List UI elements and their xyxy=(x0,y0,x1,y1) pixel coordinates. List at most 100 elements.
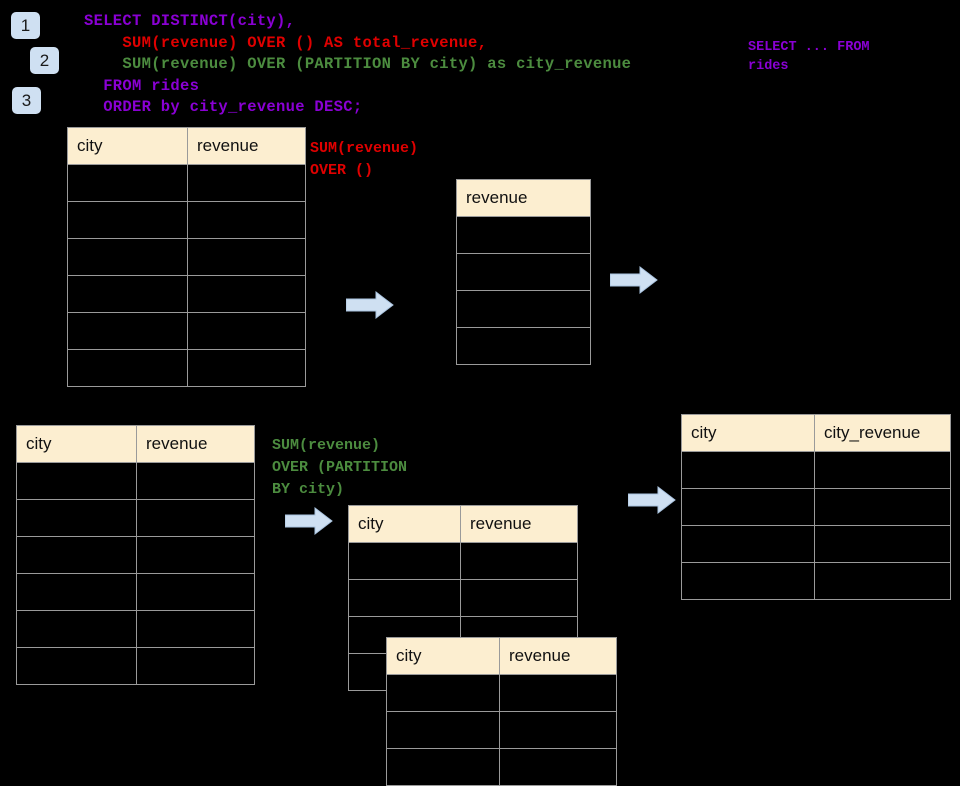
table-cell xyxy=(136,573,255,611)
table-cell xyxy=(499,674,617,712)
table-cell xyxy=(16,499,137,537)
table-cell xyxy=(187,275,306,313)
table-cell xyxy=(67,349,188,387)
table-row xyxy=(348,542,578,580)
arrow-right-icon xyxy=(609,265,658,300)
arrow-right-icon xyxy=(627,485,676,520)
sql-line-3: SUM(revenue) OVER (PARTITION BY city) as… xyxy=(84,55,632,73)
table-row xyxy=(16,610,255,648)
table-row xyxy=(456,216,591,254)
sql-line-1: SELECT DISTINCT(city), xyxy=(84,12,296,30)
table-cell xyxy=(460,579,578,617)
table-row xyxy=(456,253,591,291)
table-row xyxy=(67,164,306,202)
table-cell xyxy=(16,610,137,648)
table-cell xyxy=(348,542,461,580)
table-cell xyxy=(681,562,815,600)
table-row xyxy=(456,327,591,365)
table-row xyxy=(681,451,951,489)
table-cell xyxy=(681,451,815,489)
table-cell xyxy=(456,290,591,328)
table-row xyxy=(16,462,255,500)
table-row xyxy=(386,674,617,712)
column-header-revenue: revenue xyxy=(456,179,591,217)
column-header-revenue: revenue xyxy=(460,505,578,543)
column-header-city: city xyxy=(16,425,137,463)
table-cell xyxy=(187,312,306,350)
table-row xyxy=(16,647,255,685)
table-row xyxy=(681,525,951,563)
column-header-revenue: revenue xyxy=(187,127,306,165)
table-cell xyxy=(16,462,137,500)
annotation-sum-over-empty: SUM(revenue) OVER () xyxy=(310,140,419,179)
table-cell xyxy=(16,536,137,574)
table-row xyxy=(67,312,306,350)
side-note-select-from: SELECT ... FROM rides xyxy=(748,40,870,74)
table-cell xyxy=(386,711,500,749)
table-cell xyxy=(67,312,188,350)
table-cell xyxy=(386,748,500,786)
table-cell xyxy=(814,488,951,526)
table-row xyxy=(681,562,951,600)
arrow-right-icon xyxy=(284,506,333,541)
table-cell xyxy=(456,216,591,254)
sql-query-block: SELECT DISTINCT(city), SUM(revenue) OVER… xyxy=(84,11,631,119)
table-cell xyxy=(136,536,255,574)
column-header-revenue: revenue xyxy=(499,637,617,675)
table-cell xyxy=(348,579,461,617)
table-row xyxy=(67,349,306,387)
table-cell xyxy=(187,201,306,239)
column-header-city: city xyxy=(386,637,500,675)
table-cell xyxy=(681,488,815,526)
table-cell xyxy=(386,674,500,712)
table-cell xyxy=(460,542,578,580)
table-cell xyxy=(187,164,306,202)
step-badge-1: 1 xyxy=(11,12,40,39)
table-cell xyxy=(814,451,951,489)
table-cell xyxy=(456,327,591,365)
table-cell xyxy=(499,748,617,786)
table-cell xyxy=(187,349,306,387)
table-row xyxy=(456,290,591,328)
table-row xyxy=(67,275,306,313)
column-header-revenue: revenue xyxy=(136,425,255,463)
table-row xyxy=(16,573,255,611)
table-total-revenue-table: revenue xyxy=(456,179,591,365)
table-header-row: revenue xyxy=(456,179,591,217)
table-row xyxy=(386,711,617,749)
annotation-sum-over-partition: SUM(revenue) OVER (PARTITION BY city) xyxy=(272,437,408,498)
table-cell xyxy=(456,253,591,291)
table-cell xyxy=(67,201,188,239)
step-badge-3: 3 xyxy=(12,87,41,114)
table-cell xyxy=(67,275,188,313)
table-cell xyxy=(681,525,815,563)
step-badge-2: 2 xyxy=(30,47,59,74)
sql-line-4: FROM rides xyxy=(84,76,200,95)
column-header-city: city xyxy=(348,505,461,543)
table-cell xyxy=(136,610,255,648)
table-cell xyxy=(136,462,255,500)
table-cell xyxy=(67,238,188,276)
table-cell xyxy=(136,499,255,537)
table-row xyxy=(386,748,617,786)
table-cell xyxy=(16,647,137,685)
table-row xyxy=(16,536,255,574)
table-row xyxy=(67,238,306,276)
column-header-city: city xyxy=(681,414,815,452)
table-row xyxy=(348,579,578,617)
column-header-city: city xyxy=(67,127,188,165)
table-cell xyxy=(814,525,951,563)
table-row xyxy=(681,488,951,526)
sql-line-5: ORDER by city_revenue DESC; xyxy=(84,98,363,116)
sql-line-2: SUM(revenue) OVER () AS total_revenue, xyxy=(84,33,488,52)
table-cell xyxy=(499,711,617,749)
